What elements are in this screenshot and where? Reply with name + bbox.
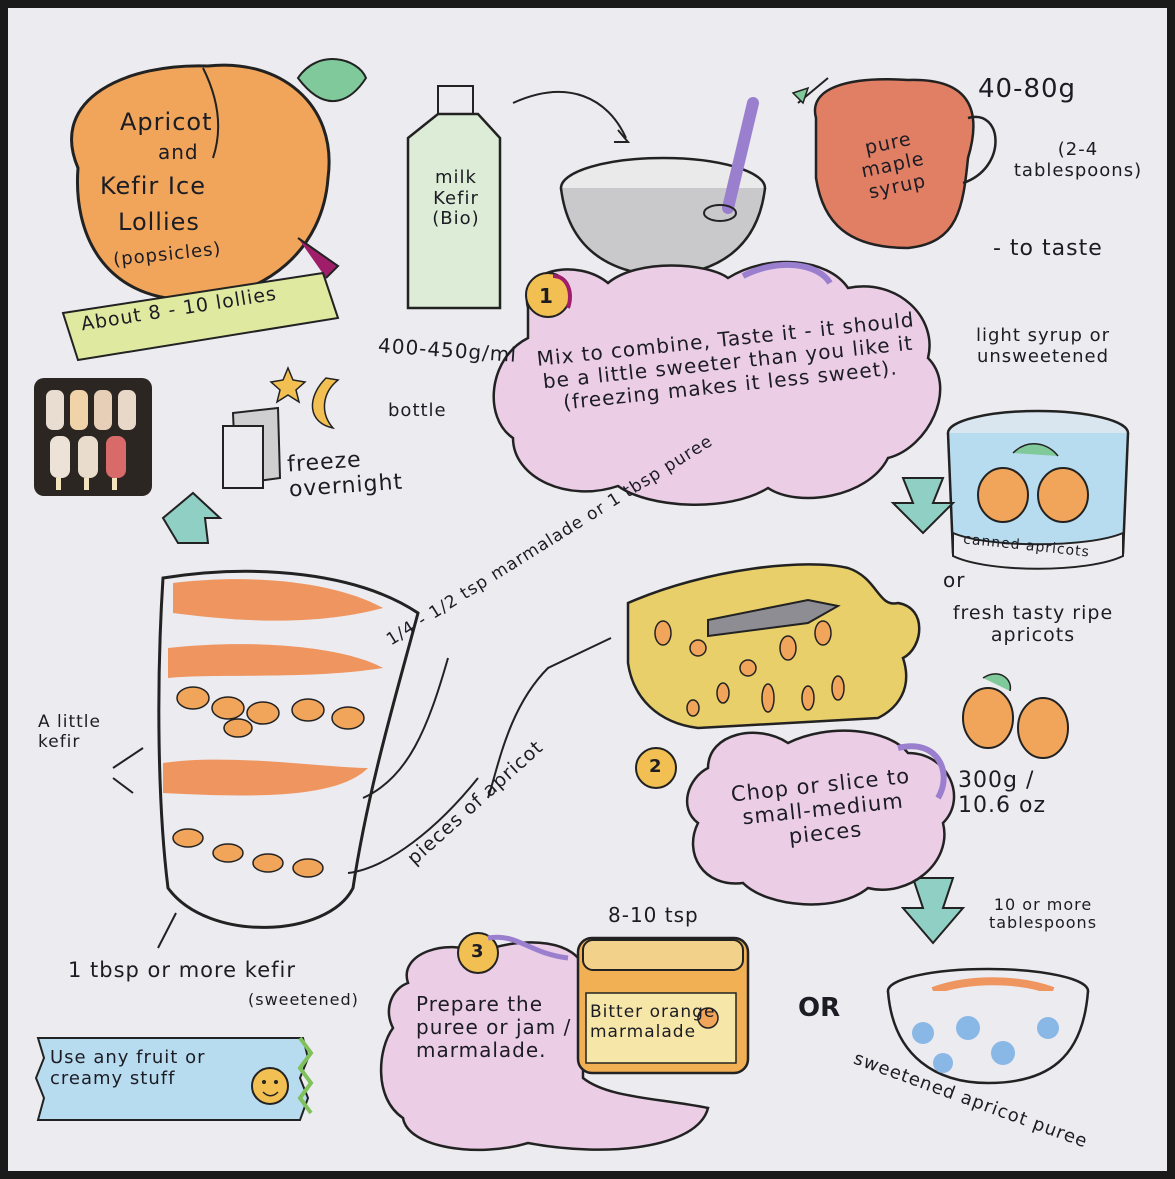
jar-icon <box>576 936 750 1075</box>
yield-banner <box>61 271 340 362</box>
arrow-down-icon-2 <box>900 877 966 945</box>
step2-badge <box>635 747 677 789</box>
maple-alt: (2-4 tablespoons) <box>1013 139 1143 181</box>
star-icon <box>269 366 307 404</box>
tin-can-icon <box>946 409 1130 570</box>
step2-number: 2 <box>649 756 662 777</box>
marmalade-label: Bitter orange marmalade <box>590 1002 716 1042</box>
chopping-board-icon <box>626 563 921 730</box>
recipe-illustration: Apricot and Kefir Ice Lollies (popsicles… <box>8 8 1167 1171</box>
canned-note: light syrup or unsweetened <box>975 325 1110 367</box>
step3-number: 3 <box>471 941 484 962</box>
bottle-icon <box>406 85 502 310</box>
or-1: or <box>943 568 966 592</box>
step3-badge <box>457 932 499 974</box>
arrow-up-icon <box>161 491 223 544</box>
tip-box <box>34 1037 310 1121</box>
step1-number: 1 <box>539 284 553 308</box>
leaf-icon <box>296 58 368 102</box>
puree-amount: 10 or more tablespoons <box>988 895 1098 933</box>
cup-icon <box>157 569 420 929</box>
puree-bowl-icon <box>886 967 1090 1085</box>
title-line-2: and <box>158 140 199 164</box>
or-2: OR <box>798 993 841 1023</box>
kefir-unit: bottle <box>388 400 447 421</box>
fresh-label: fresh tasty ripe apricots <box>952 602 1114 646</box>
popsicle-photo <box>34 378 152 496</box>
tip-text: Use any fruit or creamy stuff <box>50 1047 206 1089</box>
knife-icon <box>707 598 841 638</box>
fresh-amount: 300g / 10.6 oz <box>958 768 1046 819</box>
title-line-3: Kefir Ice <box>100 172 206 200</box>
jug-icon <box>813 78 997 250</box>
apricot-fruit-icon <box>70 63 331 302</box>
step2-cloud <box>686 729 956 906</box>
fresh-apricots-icon <box>962 673 1069 759</box>
title-line-1: Apricot <box>120 108 213 136</box>
step3-text: Prepare the puree or jam / marmalade. <box>416 992 572 1062</box>
marmalade-amount: 8-10 tsp <box>608 903 699 927</box>
step1-cloud <box>492 260 942 506</box>
freeze-text: freeze overnight <box>286 447 404 503</box>
bottom-label: 1 tbsp or more kefir <box>68 958 296 982</box>
kefir-label: milk Kefir (Bio) <box>432 167 480 230</box>
leaf-arrow-icon <box>791 86 810 105</box>
maple-amount: 40-80g <box>978 74 1077 104</box>
drawing-canvas <box>34 58 1130 1152</box>
whisk-icon <box>703 97 759 222</box>
kefir-layer-label: A little kefir <box>38 712 101 752</box>
arrow-down-icon <box>890 477 956 535</box>
step3-cloud <box>379 941 710 1152</box>
maple-note: - to taste <box>993 236 1103 261</box>
moon-icon <box>311 377 340 430</box>
title-line-4: Lollies <box>118 208 200 236</box>
bottom-note: (sweetened) <box>248 990 359 1009</box>
smiley-icon <box>251 1067 289 1105</box>
freezer-icon <box>222 406 282 489</box>
